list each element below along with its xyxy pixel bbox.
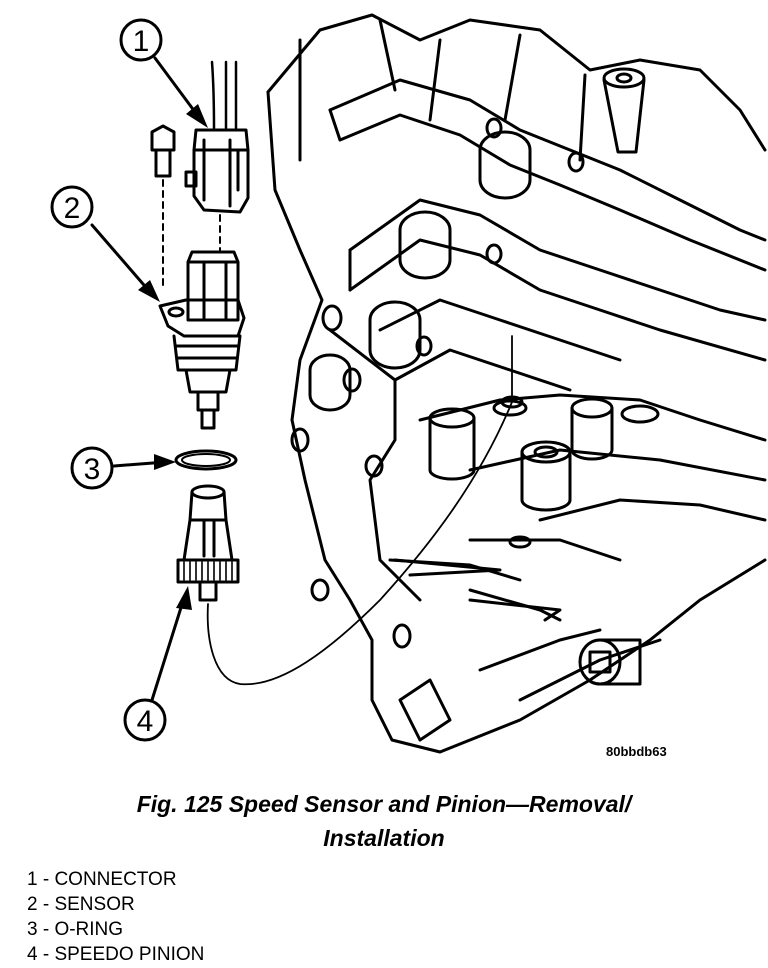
caption-line-1: Fig. 125 Speed Sensor and Pinion—Removal…: [136, 791, 632, 817]
arrowhead-2: [138, 280, 160, 302]
arrowhead-1: [186, 104, 208, 128]
arrowhead-3: [154, 454, 176, 470]
arrowhead-4: [176, 586, 192, 610]
speed-sensor-diagram: 1 2 3 4: [50, 13, 767, 754]
legend-item-connector: 1 - CONNECTOR: [27, 869, 177, 890]
callout-number-2: 2: [64, 192, 81, 225]
callout-circle-4: [123, 596, 186, 742]
callout-circle-2: [50, 185, 152, 294]
sensor-part: [158, 250, 246, 430]
legend-item-speedo-pinion: 4 - SPEEDO PINION: [27, 944, 205, 965]
figure-caption: Fig. 125 Speed Sensor and Pinion—Removal…: [0, 787, 768, 855]
transmission-case: [266, 13, 767, 754]
o-ring-part: [174, 449, 238, 471]
legend-item-o-ring: 3 - O-RING: [27, 919, 124, 940]
legend-item-sensor: 2 - SENSOR: [27, 894, 135, 915]
figure-reference-code: 80bbdb63: [606, 744, 667, 759]
mounting-bolt-part: [150, 124, 221, 291]
callout-number-4: 4: [137, 705, 154, 738]
caption-line-2: Installation: [323, 825, 445, 851]
speedo-pinion-part: [176, 335, 513, 686]
callout-number-3: 3: [84, 453, 101, 486]
connector-part: [184, 60, 250, 214]
parts-legend: 1 - CONNECTOR 2 - SENSOR 3 - O-RING 4 - …: [27, 867, 204, 967]
callout-number-1: 1: [133, 25, 150, 58]
callout-circle-1: [119, 18, 200, 118]
